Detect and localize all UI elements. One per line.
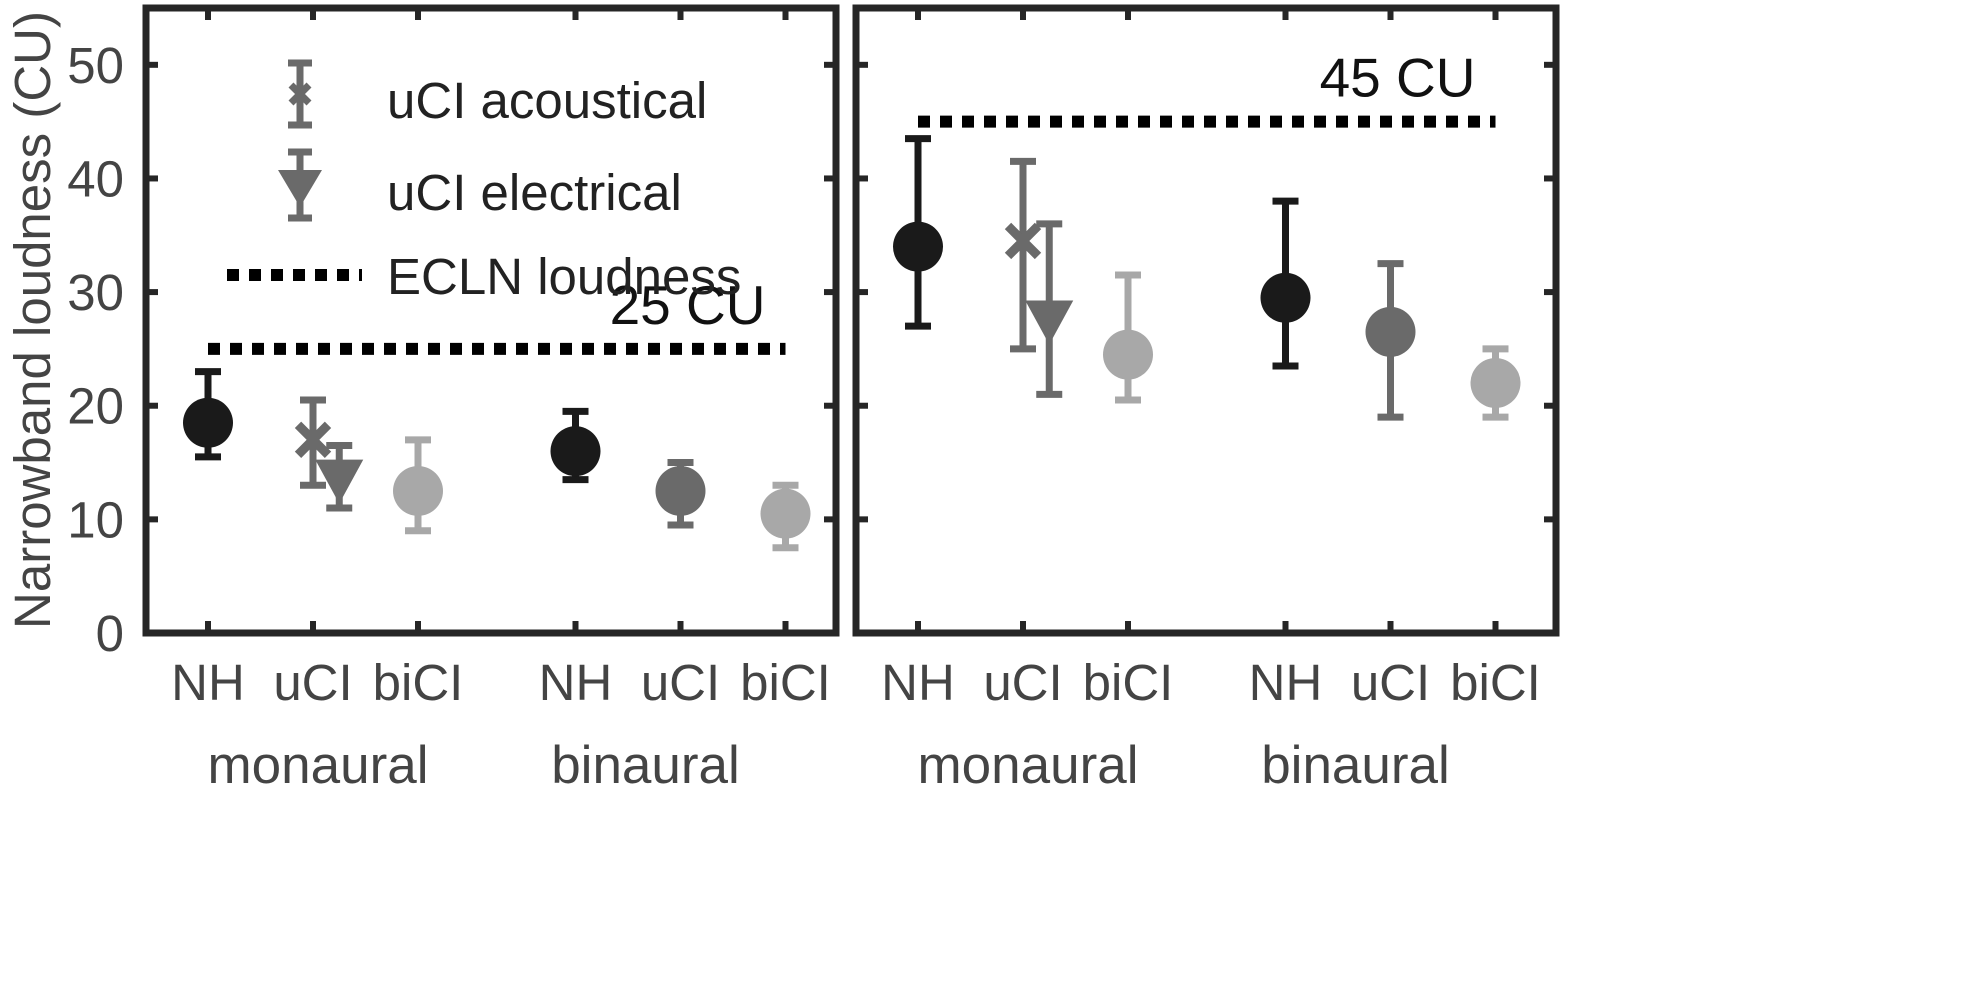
x-tick-label: biCI (740, 654, 831, 711)
x-tick-label: NH (171, 654, 245, 711)
y-tick-label: 20 (67, 378, 124, 435)
reference-label: 45 CU (1320, 47, 1476, 109)
data-point-bici (760, 488, 811, 539)
group-label-monaural: monaural (918, 736, 1139, 795)
x-tick-label: uCI (273, 654, 352, 711)
x-tick-label: NH (1249, 654, 1323, 711)
y-tick-label: 10 (67, 491, 124, 548)
legend-label-ecln-loudness: ECLN loudness (387, 248, 741, 305)
data-point-nh (1260, 272, 1311, 323)
group-label-monaural: monaural (208, 736, 429, 795)
y-tick-label: 40 (67, 150, 124, 207)
data-point-nh (550, 426, 601, 477)
y-tick-label: 0 (96, 605, 124, 662)
x-tick-label: uCI (983, 654, 1062, 711)
data-point-bici (1470, 358, 1521, 408)
x-tick-label: biCI (1083, 654, 1174, 711)
panel-2-axes-frame (852, 4, 1560, 637)
group-label-binaural: binaural (1261, 736, 1450, 795)
data-point-nh (893, 221, 943, 272)
x-tick-label: NH (539, 654, 613, 711)
data-point-bici (393, 465, 443, 516)
x-tick-label: NH (881, 654, 955, 711)
data-point-uci-acoustical (294, 421, 332, 458)
data-point-nh (183, 397, 233, 448)
legend-acoustical-marker (288, 82, 312, 106)
legend-label-uci-electrical: uCI electrical (387, 164, 682, 221)
data-point-bici (1103, 329, 1153, 380)
data-point-uci (655, 465, 706, 516)
x-tick-label: uCI (1351, 654, 1430, 711)
legend-label-uci-acoustical: uCI acoustical (387, 72, 707, 129)
reference-label: 25 CU (610, 274, 766, 336)
y-tick-label: 30 (67, 264, 124, 321)
legend-electrical-marker (278, 170, 322, 207)
y-axis-label: Narrowband loudness (CU) (4, 11, 61, 629)
x-tick-label: biCI (1450, 654, 1541, 711)
data-point-uci-acoustical (1004, 222, 1042, 260)
panel-1-axes-frame (142, 4, 840, 637)
x-tick-label: biCI (373, 654, 464, 711)
y-tick-label: 50 (67, 37, 124, 94)
group-label-binaural: binaural (551, 736, 740, 795)
data-point-uci (1365, 306, 1416, 357)
x-tick-label: uCI (641, 654, 720, 711)
data-point-uci-electrical (1025, 300, 1074, 345)
data-point-uci-electrical (315, 459, 364, 504)
